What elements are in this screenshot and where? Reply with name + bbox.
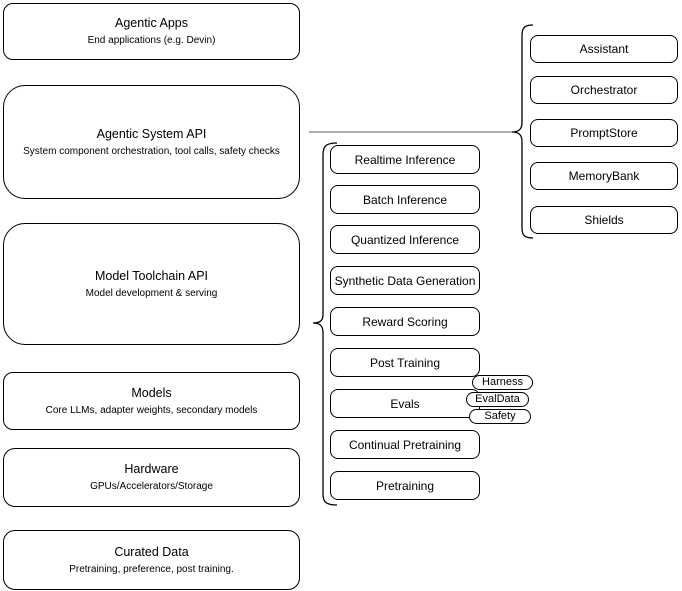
node-agentic-apps: Agentic Apps End applications (e.g. Devi…	[3, 3, 300, 60]
node-curated-data: Curated Data Pretraining, preference, po…	[3, 530, 300, 590]
node-orchestrator: Orchestrator	[530, 76, 678, 104]
node-agentic-system-api: Agentic System API System component orch…	[3, 85, 300, 199]
node-model-toolchain-api: Model Toolchain API Model development & …	[3, 223, 300, 345]
node-continual-pretraining: Continual Pretraining	[330, 430, 480, 459]
node-promptstore: PromptStore	[530, 119, 678, 147]
node-subtitle: System component orchestration, tool cal…	[23, 145, 280, 157]
node-title: Model Toolchain API	[94, 268, 209, 283]
node-hardware: Hardware GPUs/Accelerators/Storage	[3, 448, 300, 507]
pill-evaldata: EvalData	[466, 392, 529, 407]
node-quantized-inference: Quantized Inference	[330, 225, 480, 254]
node-memorybank: MemoryBank	[530, 162, 678, 190]
node-synthetic-data-generation: Synthetic Data Generation	[330, 266, 480, 295]
node-subtitle: GPUs/Accelerators/Storage	[90, 481, 213, 492]
node-subtitle: Pretraining, preference, post training.	[69, 563, 234, 575]
node-title: Hardware	[124, 462, 179, 476]
node-title: Agentic System API	[96, 126, 207, 141]
pill-harness: Harness	[472, 375, 533, 390]
node-assistant: Assistant	[530, 35, 678, 63]
node-subtitle: End applications (e.g. Devin)	[87, 35, 216, 46]
node-subtitle: Core LLMs, adapter weights, secondary mo…	[45, 404, 258, 416]
node-pretraining: Pretraining	[330, 471, 480, 500]
node-shields: Shields	[530, 206, 678, 234]
node-post-training: Post Training	[330, 348, 480, 377]
node-title: Curated Data	[114, 544, 189, 559]
pill-safety: Safety	[469, 409, 531, 424]
node-title: Agentic Apps	[115, 16, 188, 30]
node-subtitle: Model development & serving	[85, 287, 218, 299]
node-reward-scoring: Reward Scoring	[330, 307, 480, 336]
node-models: Models Core LLMs, adapter weights, secon…	[3, 372, 300, 430]
node-realtime-inference: Realtime Inference	[330, 145, 480, 174]
node-evals: Evals	[330, 389, 480, 418]
node-batch-inference: Batch Inference	[330, 185, 480, 214]
node-title: Models	[131, 385, 172, 400]
